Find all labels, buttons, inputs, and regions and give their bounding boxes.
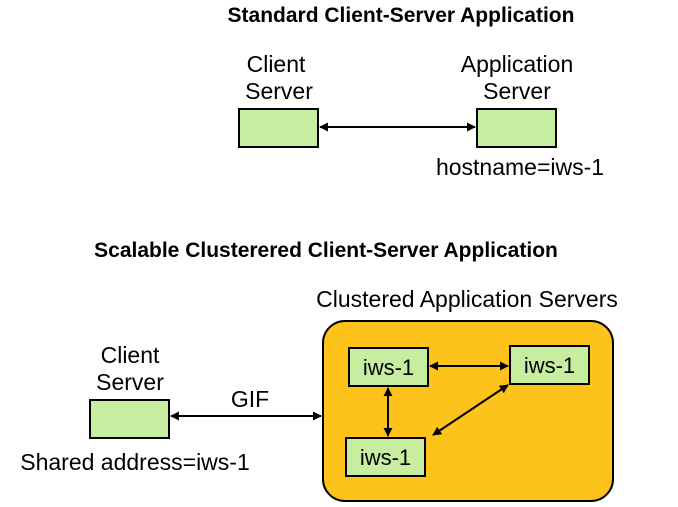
cluster-node-top-left-label: iws-1 xyxy=(363,355,414,380)
standard-hostname-caption: hostname=iws-1 xyxy=(436,154,604,180)
cluster-link-bottom-left-top-right xyxy=(432,384,509,436)
standard-client-server-box xyxy=(238,108,319,148)
standard-app-server-label-line1: Application xyxy=(461,51,574,77)
scalable-client-label-line1: Client xyxy=(101,342,160,368)
scalable-client-server-box xyxy=(89,399,170,439)
cluster-node-top-right-label: iws-1 xyxy=(524,353,575,378)
scalable-title: Scalable Clusterered Client-Server Appli… xyxy=(94,239,558,262)
cluster-node-top-left xyxy=(348,347,429,387)
standard-title: Standard Client-Server Application xyxy=(228,4,575,27)
standard-app-server-label-line2: Server xyxy=(483,78,551,104)
scalable-client-label-line2: Server xyxy=(96,369,164,395)
cluster-node-top-right xyxy=(509,345,590,385)
gif-link-label: GIF xyxy=(231,386,269,412)
cluster-node-bottom-left-label: iws-1 xyxy=(360,445,411,470)
standard-app-server-box xyxy=(476,108,557,148)
cluster-label: Clustered Application Servers xyxy=(316,286,618,312)
cluster-node-bottom-left xyxy=(345,437,426,477)
standard-client-label-line1: Client xyxy=(247,51,306,77)
shared-address-caption: Shared address=iws-1 xyxy=(20,449,249,475)
standard-client-label-line2: Server xyxy=(245,78,313,104)
